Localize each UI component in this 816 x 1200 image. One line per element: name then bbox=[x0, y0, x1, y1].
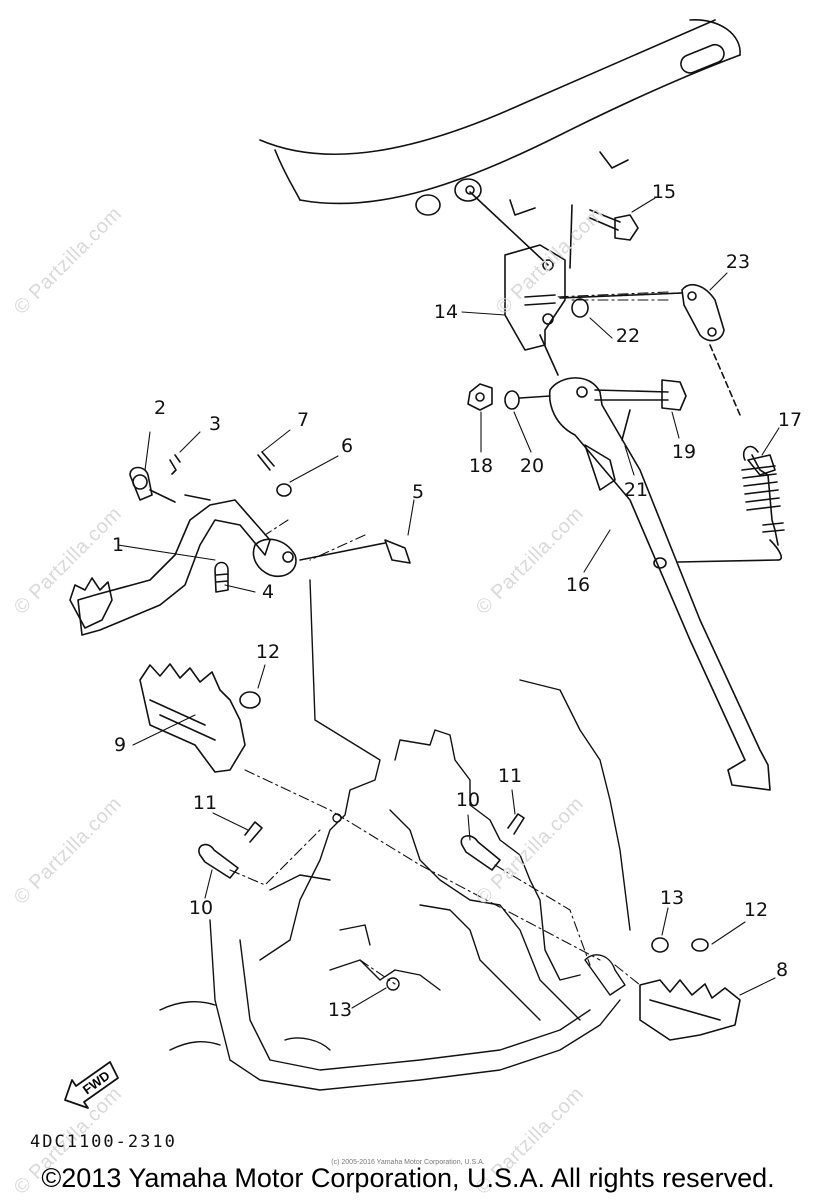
part-label-16: 16 bbox=[565, 574, 591, 596]
frame-rail bbox=[259, 19, 741, 216]
part-label-12: 12 bbox=[743, 899, 769, 921]
part-label-11: 11 bbox=[192, 792, 218, 814]
sidestand bbox=[539, 334, 779, 791]
part-label-13: 13 bbox=[327, 999, 353, 1021]
copyright-notice: ©2013 Yamaha Motor Corporation, U.S.A. A… bbox=[41, 1163, 775, 1193]
part-label-13: 13 bbox=[659, 887, 685, 909]
part-label-21: 21 bbox=[623, 479, 649, 501]
sidestand-bracket bbox=[469, 191, 573, 351]
part-label-14: 14 bbox=[433, 301, 459, 323]
part-label-22: 22 bbox=[615, 325, 641, 347]
part-label-12: 12 bbox=[255, 641, 281, 663]
fwd-arrow bbox=[64, 1061, 119, 1109]
brake-pedal bbox=[69, 494, 411, 636]
small-copyright: (c) 2005-2016 Yamaha Motor Corporation, … bbox=[331, 1159, 485, 1166]
part-label-10: 10 bbox=[455, 789, 481, 811]
part-label-10: 10 bbox=[188, 897, 214, 919]
footrest-right bbox=[639, 937, 741, 1041]
part-label-5: 5 bbox=[411, 481, 425, 503]
part-label-1: 1 bbox=[111, 534, 125, 556]
plate-23 bbox=[681, 284, 725, 342]
part-label-4: 4 bbox=[261, 581, 275, 603]
part-label-2: 2 bbox=[153, 397, 167, 419]
spring-17 bbox=[709, 344, 785, 561]
bolt-15 bbox=[589, 209, 639, 241]
engine-frame-outline bbox=[159, 579, 631, 1091]
part-label-15: 15 bbox=[651, 181, 677, 203]
part-label-6: 6 bbox=[340, 435, 354, 457]
diagram-code: 4DC1100-2310 bbox=[30, 1132, 177, 1152]
part-label-23: 23 bbox=[725, 251, 751, 273]
part-label-7: 7 bbox=[296, 409, 310, 431]
bolt-19 bbox=[594, 379, 687, 441]
part-label-20: 20 bbox=[519, 455, 545, 477]
part-label-18: 18 bbox=[468, 455, 494, 477]
part-label-17: 17 bbox=[777, 409, 803, 431]
part-label-3: 3 bbox=[208, 413, 222, 435]
part-label-8: 8 bbox=[775, 959, 789, 981]
part-label-11: 11 bbox=[497, 765, 523, 787]
part-label-9: 9 bbox=[113, 734, 127, 756]
footrest-left bbox=[139, 663, 261, 773]
part-label-19: 19 bbox=[671, 441, 697, 463]
